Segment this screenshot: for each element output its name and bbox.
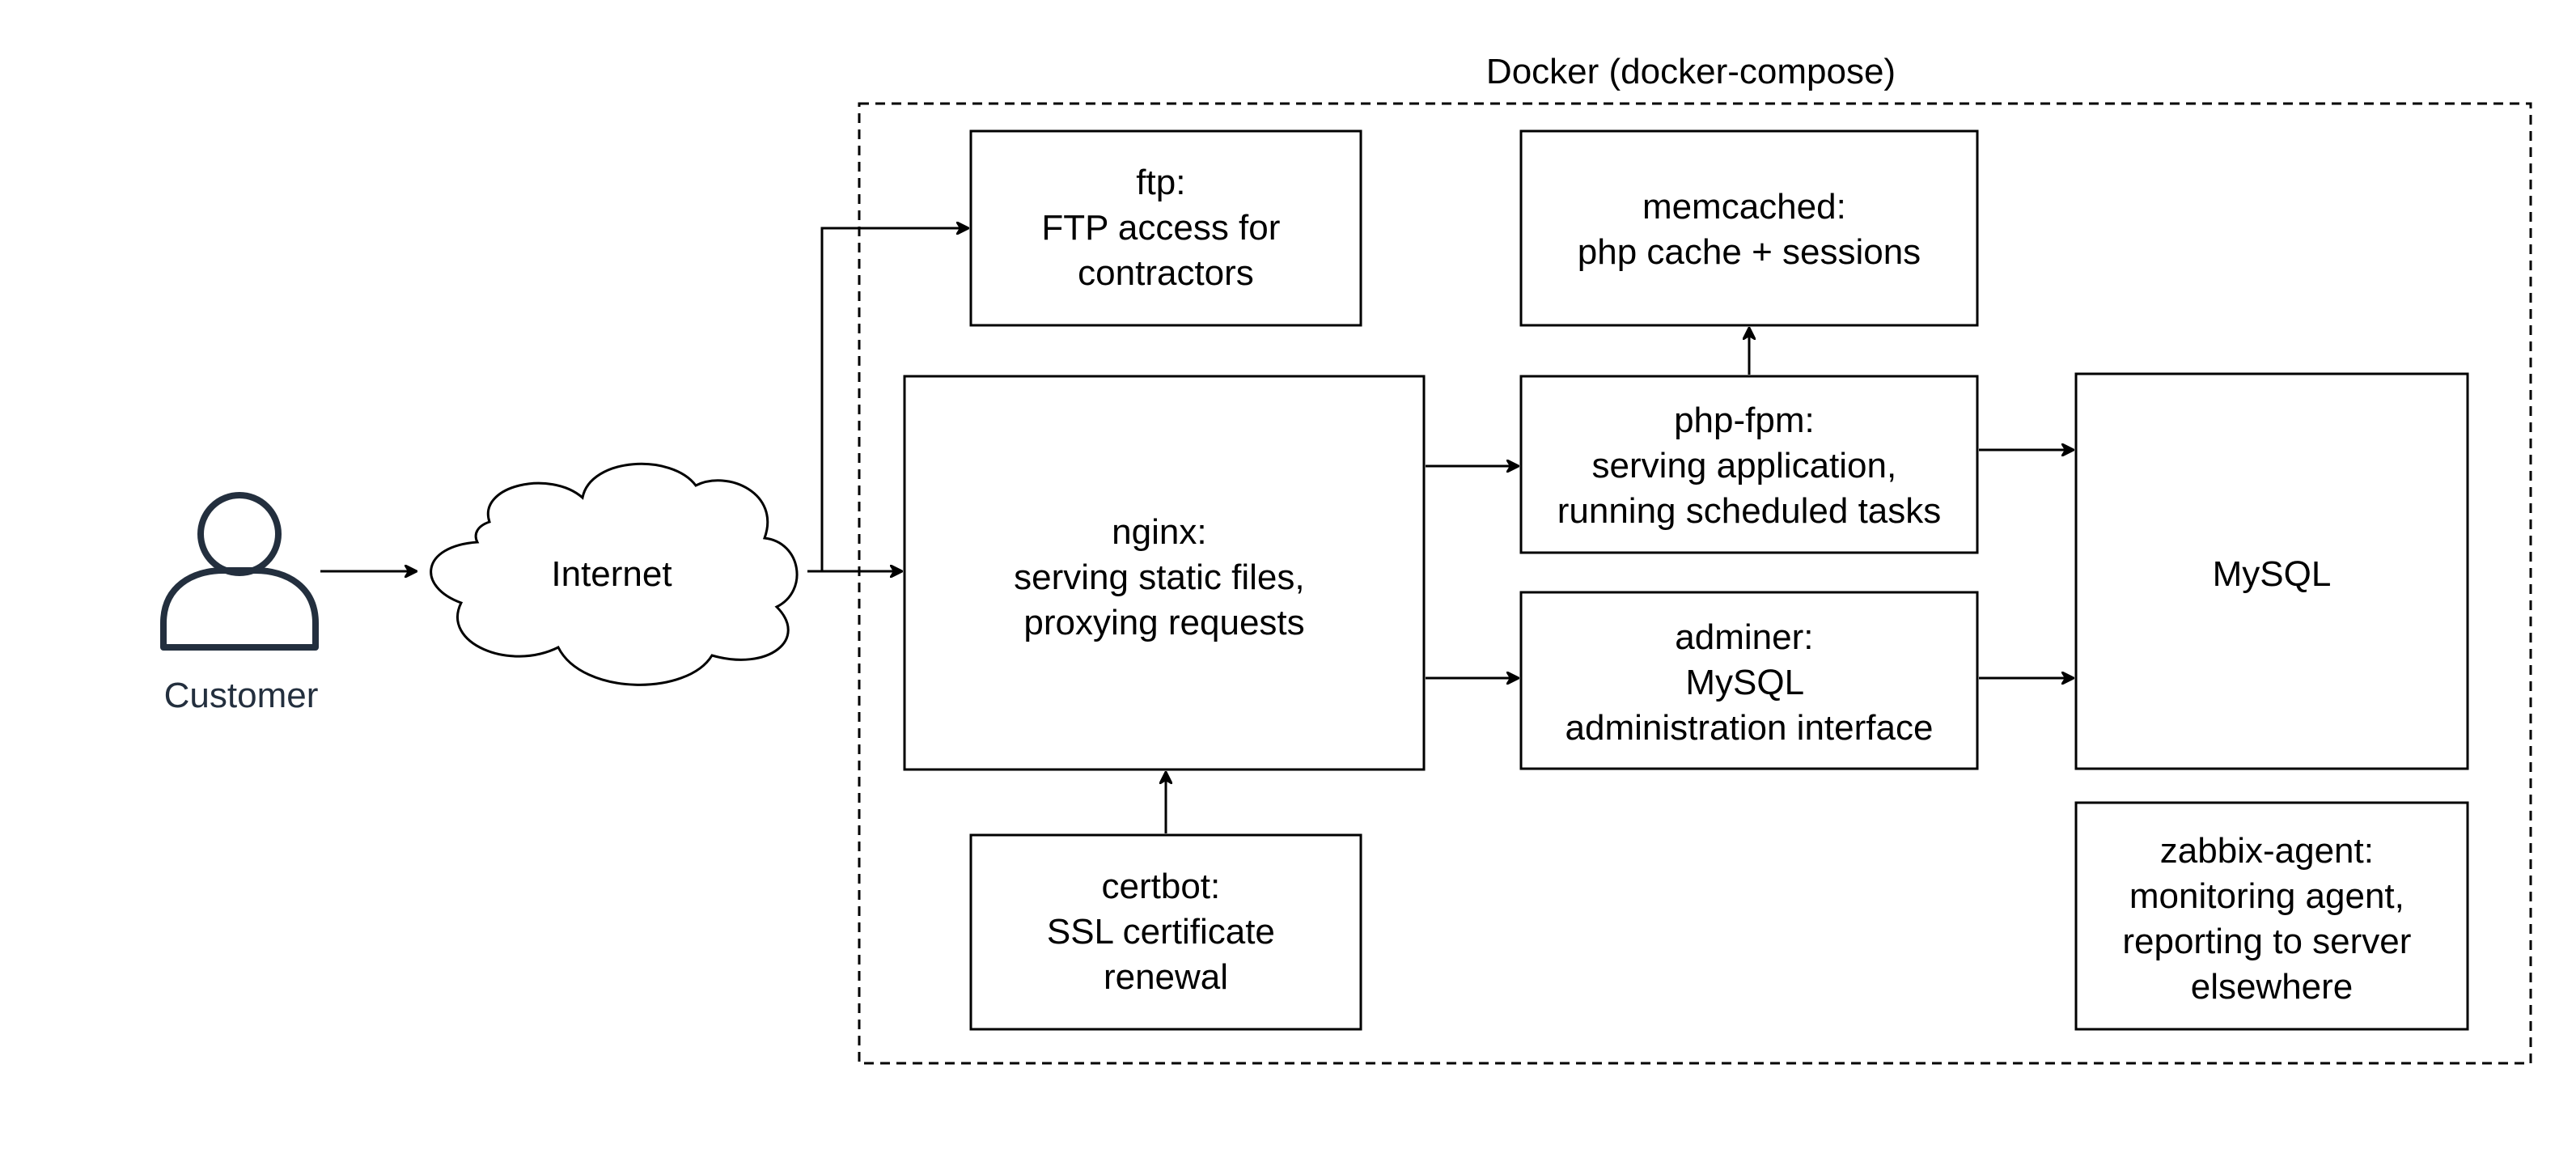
php-fpm-title: php-fpm: — [1674, 401, 1815, 440]
nginx-title: nginx: — [1112, 512, 1206, 552]
docker-container-label: Docker (docker-compose) — [1486, 52, 1896, 91]
adminer-desc-1: MySQL — [1685, 663, 1803, 702]
mysql-node: MySQL — [2074, 372, 2469, 770]
ftp-desc-1: FTP access for — [1041, 208, 1280, 248]
php-fpm-desc-1: serving application, — [1592, 446, 1897, 485]
memcached-desc: php cache + sessions — [1578, 232, 1921, 272]
zabbix-desc-1: monitoring agent, — [2129, 876, 2404, 916]
php-fpm-node: php-fpm: serving application, running sc… — [1519, 375, 1979, 554]
ftp-title: ftp: — [1136, 163, 1185, 202]
svg-text:php-fpm: serving applica: php-fpm: serving application, running sc… — [1557, 401, 1942, 531]
nginx-desc-1: serving static files, — [1014, 558, 1304, 597]
adminer-title: adminer: — [1675, 617, 1813, 657]
svg-text:nginx: serving static fi: nginx: serving static files, proxying re… — [1014, 512, 1315, 642]
edge-internet-ftp — [820, 228, 968, 571]
php-fpm-desc-2: running scheduled tasks — [1557, 491, 1942, 531]
internet-cloud: Internet — [430, 462, 799, 686]
certbot-node: certbot: SSL certificate renewal — [969, 833, 1362, 1031]
svg-text:ftp: FTP access for: ftp: FTP access for contractors — [1041, 163, 1290, 293]
adminer-node: adminer: MySQL administration interface — [1519, 591, 1979, 770]
memcached-node: memcached: php cache + sessions — [1519, 129, 1979, 327]
certbot-title: certbot: — [1102, 867, 1221, 906]
zabbix-desc-3: elsewhere — [2191, 967, 2354, 1007]
ftp-desc-2: contractors — [1078, 253, 1254, 293]
mysql-title: MySQL — [2213, 554, 2332, 594]
user-icon — [160, 492, 319, 651]
customer-label: Customer — [164, 676, 319, 715]
zabbix-agent-node: zabbix-agent: monitoring agent, reportin… — [2074, 801, 2469, 1031]
svg-text:adminer: MySQL adm: adminer: MySQL administration interface — [1566, 617, 1934, 748]
svg-text:certbot: SSL certificate: certbot: SSL certificate renewal — [1047, 867, 1285, 997]
internet-label: Internet — [551, 554, 672, 594]
certbot-desc-1: SSL certificate — [1047, 912, 1275, 952]
nginx-desc-2: proxying requests — [1023, 603, 1304, 642]
memcached-title: memcached: — [1642, 187, 1846, 227]
customer-actor: Customer — [160, 492, 319, 715]
cloud-icon — [430, 462, 799, 686]
docker-container — [858, 102, 2532, 1065]
ftp-node: ftp: FTP access for contractors — [969, 129, 1362, 327]
certbot-desc-2: renewal — [1104, 957, 1228, 997]
svg-text:memcached: php cache + s: memcached: php cache + sessions — [1578, 187, 1921, 272]
svg-text:zabbix-agent: monitoring: zabbix-agent: monitoring agent, reportin… — [2122, 831, 2421, 1007]
zabbix-desc-2: reporting to server — [2122, 922, 2411, 961]
nginx-node: nginx: serving static files, proxying re… — [903, 375, 1426, 771]
svg-text:MySQL: MySQL — [2213, 554, 2332, 594]
adminer-desc-2: administration interface — [1566, 708, 1934, 748]
zabbix-title: zabbix-agent: — [2160, 831, 2374, 871]
